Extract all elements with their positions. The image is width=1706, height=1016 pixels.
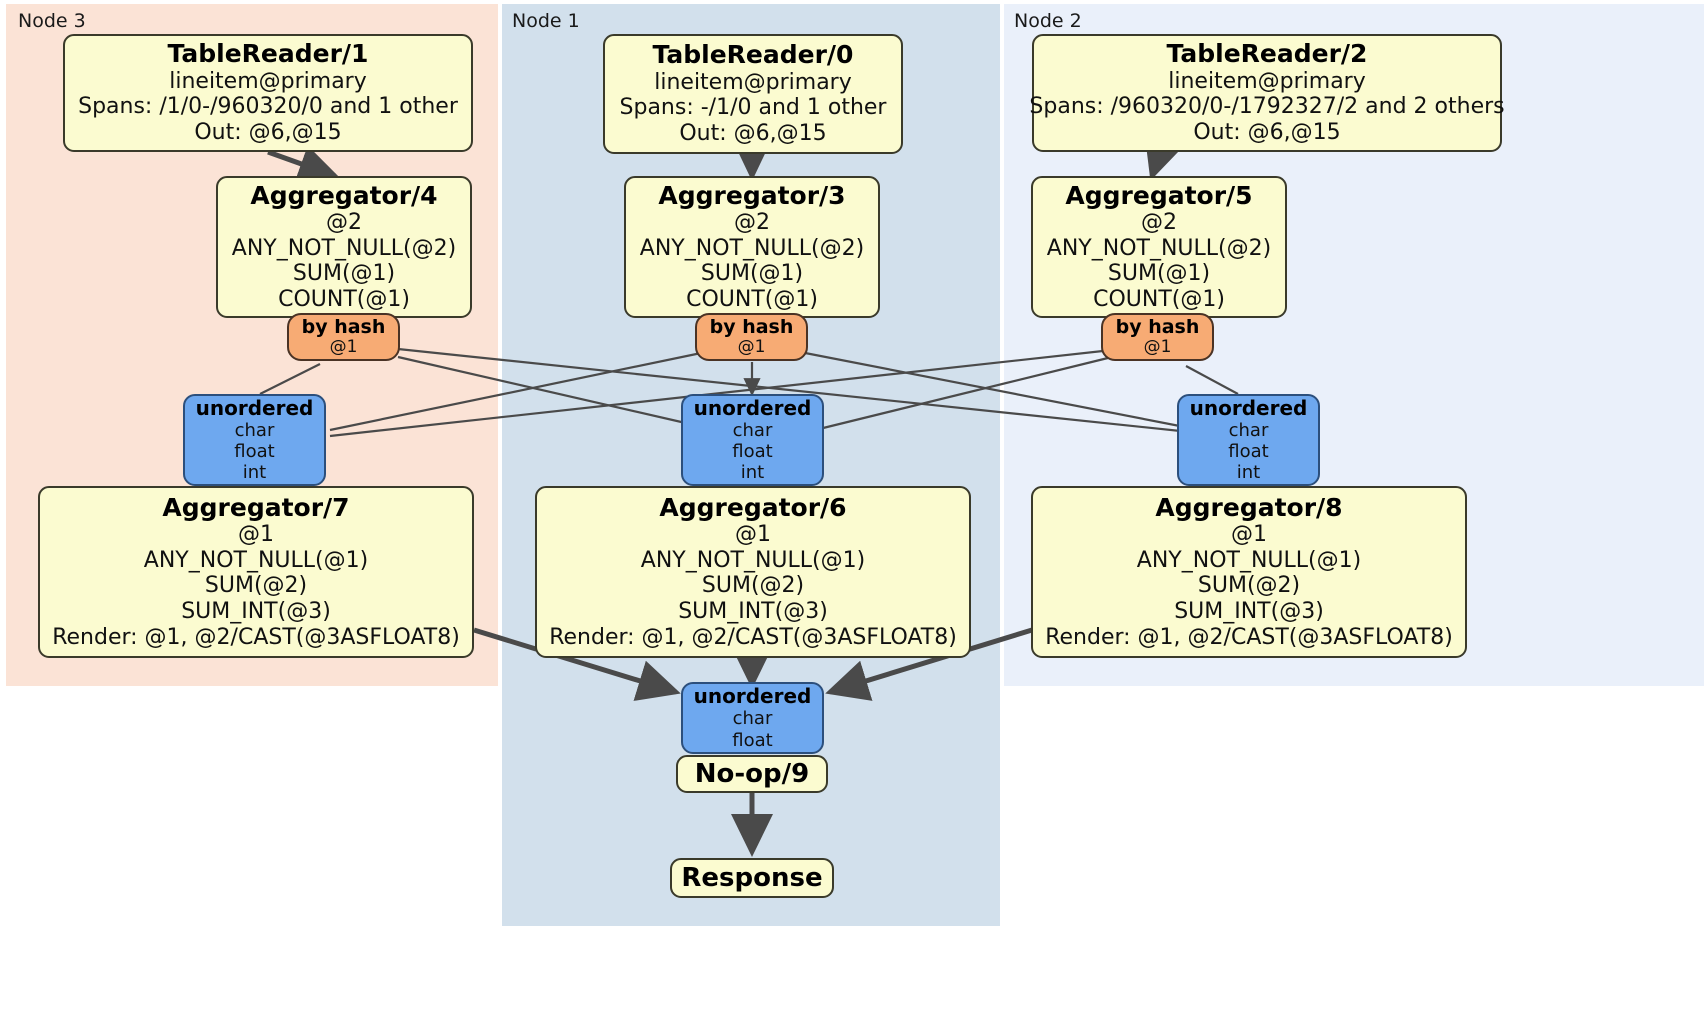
router-by-hash-node2[interactable]: by hash @1: [1101, 313, 1214, 361]
synchronizer-title: unordered: [693, 395, 812, 420]
router-key: @1: [329, 337, 358, 358]
processor-aggregator-7[interactable]: Aggregator/7 @1 ANY_NOT_NULL(@1) SUM(@2)…: [38, 486, 474, 658]
processor-spans: Spans: /960320/0-/1792327/2 and 2 others: [1029, 94, 1505, 120]
processor-table-reader-2[interactable]: TableReader/2 lineitem@primary Spans: /9…: [1029, 34, 1505, 152]
processor-title: Aggregator/5: [1065, 180, 1253, 210]
processor-agg-0: ANY_NOT_NULL(@2): [1046, 235, 1272, 261]
synchronizer-type-1: float: [1228, 440, 1269, 462]
synchronizer-type-0: char: [732, 419, 773, 441]
synchronizer-title: unordered: [1189, 395, 1308, 420]
processor-agg-2: COUNT(@1): [1093, 286, 1225, 312]
processor-group-key: @2: [1141, 210, 1177, 236]
processor-agg-2: COUNT(@1): [686, 286, 818, 312]
processor-title: TableReader/2: [1166, 39, 1368, 69]
synchronizer-type-0: char: [1228, 419, 1269, 441]
processor-aggregator-5[interactable]: Aggregator/5 @2 ANY_NOT_NULL(@2) SUM(@1)…: [1031, 176, 1287, 318]
processor-render: Render: @1, @2/CAST(@3ASFLOAT8): [52, 624, 460, 650]
processor-out: Out: @6,@15: [1193, 120, 1341, 145]
processor-agg-1: SUM(@2): [1197, 573, 1301, 599]
processor-spans: Spans: -/1/0 and 1 other: [619, 95, 887, 121]
processor-agg-2: COUNT(@1): [278, 286, 410, 312]
synchronizer-type-2: int: [740, 462, 765, 484]
response-title: Response: [681, 863, 823, 893]
router-title: by hash: [301, 316, 386, 339]
processor-agg-1: SUM(@2): [701, 573, 805, 599]
processor-agg-1: SUM(@1): [700, 261, 804, 287]
router-title: by hash: [1115, 316, 1200, 339]
processor-aggregator-6[interactable]: Aggregator/6 @1 ANY_NOT_NULL(@1) SUM(@2)…: [535, 486, 971, 658]
router-by-hash-node1[interactable]: by hash @1: [695, 313, 808, 361]
processor-source: lineitem@primary: [654, 69, 852, 95]
synchronizer-title: unordered: [195, 395, 314, 420]
processor-no-op-9[interactable]: No-op/9: [676, 755, 828, 793]
synchronizer-title: unordered: [693, 684, 812, 709]
synchronizer-type-0: char: [732, 708, 773, 730]
processor-title: Aggregator/6: [659, 492, 847, 522]
processor-title: Aggregator/8: [1155, 492, 1343, 522]
processor-agg-1: SUM(@1): [292, 261, 396, 287]
synchronizer-unordered-final[interactable]: unordered char float: [681, 682, 824, 754]
processor-render: Render: @1, @2/CAST(@3ASFLOAT8): [1045, 624, 1453, 650]
processor-aggregator-3[interactable]: Aggregator/3 @2 ANY_NOT_NULL(@2) SUM(@1)…: [624, 176, 880, 318]
router-by-hash-node3[interactable]: by hash @1: [287, 313, 400, 361]
router-title: by hash: [709, 316, 794, 339]
processor-agg-1: SUM(@2): [204, 573, 308, 599]
processor-source: lineitem@primary: [169, 68, 367, 94]
synchronizer-type-2: int: [1236, 462, 1261, 484]
processor-out: Out: @6,@15: [194, 120, 342, 145]
processor-spans: Spans: /1/0-/960320/0 and 1 other: [78, 94, 458, 120]
processor-agg-0: ANY_NOT_NULL(@1): [1136, 547, 1362, 573]
router-key: @1: [737, 337, 766, 358]
processor-agg-1: SUM(@1): [1107, 261, 1211, 287]
processor-agg-0: ANY_NOT_NULL(@1): [640, 547, 866, 573]
synchronizer-unordered-node3[interactable]: unordered char float int: [183, 394, 326, 486]
processor-title: Aggregator/4: [250, 180, 438, 210]
synchronizer-type-1: float: [732, 729, 773, 751]
processor-title: No-op/9: [694, 759, 810, 789]
processor-agg-2: SUM_INT(@3): [181, 599, 331, 624]
synchronizer-type-0: char: [234, 419, 275, 441]
node-panel-label-node2: Node 2: [1014, 10, 1082, 32]
processor-table-reader-0[interactable]: TableReader/0 lineitem@primary Spans: -/…: [603, 34, 903, 154]
response-node[interactable]: Response: [670, 858, 834, 898]
processor-agg-0: ANY_NOT_NULL(@1): [143, 547, 369, 573]
processor-title: Aggregator/3: [658, 180, 846, 210]
processor-agg-2: SUM_INT(@3): [678, 599, 828, 624]
processor-agg-2: SUM_INT(@3): [1174, 599, 1324, 624]
processor-table-reader-1[interactable]: TableReader/1 lineitem@primary Spans: /1…: [63, 34, 473, 152]
processor-title: Aggregator/7: [162, 492, 350, 522]
processor-group-key: @1: [1231, 522, 1267, 548]
node-panel-label-node3: Node 3: [18, 10, 86, 32]
processor-group-key: @1: [735, 522, 771, 548]
synchronizer-unordered-node2[interactable]: unordered char float int: [1177, 394, 1320, 486]
synchronizer-type-2: int: [242, 462, 267, 484]
processor-source: lineitem@primary: [1168, 68, 1366, 94]
processor-agg-0: ANY_NOT_NULL(@2): [639, 235, 865, 261]
processor-aggregator-8[interactable]: Aggregator/8 @1 ANY_NOT_NULL(@1) SUM(@2)…: [1031, 486, 1467, 658]
synchronizer-type-1: float: [732, 440, 773, 462]
processor-title: TableReader/1: [167, 39, 369, 69]
processor-group-key: @1: [238, 522, 274, 548]
processor-out: Out: @6,@15: [679, 121, 827, 146]
processor-group-key: @2: [734, 210, 770, 236]
processor-group-key: @2: [326, 210, 362, 236]
synchronizer-type-1: float: [234, 440, 275, 462]
node-panel-label-node1: Node 1: [512, 10, 580, 32]
processor-title: TableReader/0: [652, 40, 854, 70]
processor-render: Render: @1, @2/CAST(@3ASFLOAT8): [549, 624, 957, 650]
processor-aggregator-4[interactable]: Aggregator/4 @2 ANY_NOT_NULL(@2) SUM(@1)…: [216, 176, 472, 318]
processor-agg-0: ANY_NOT_NULL(@2): [231, 235, 457, 261]
router-key: @1: [1143, 337, 1172, 358]
synchronizer-unordered-node1[interactable]: unordered char float int: [681, 394, 824, 486]
